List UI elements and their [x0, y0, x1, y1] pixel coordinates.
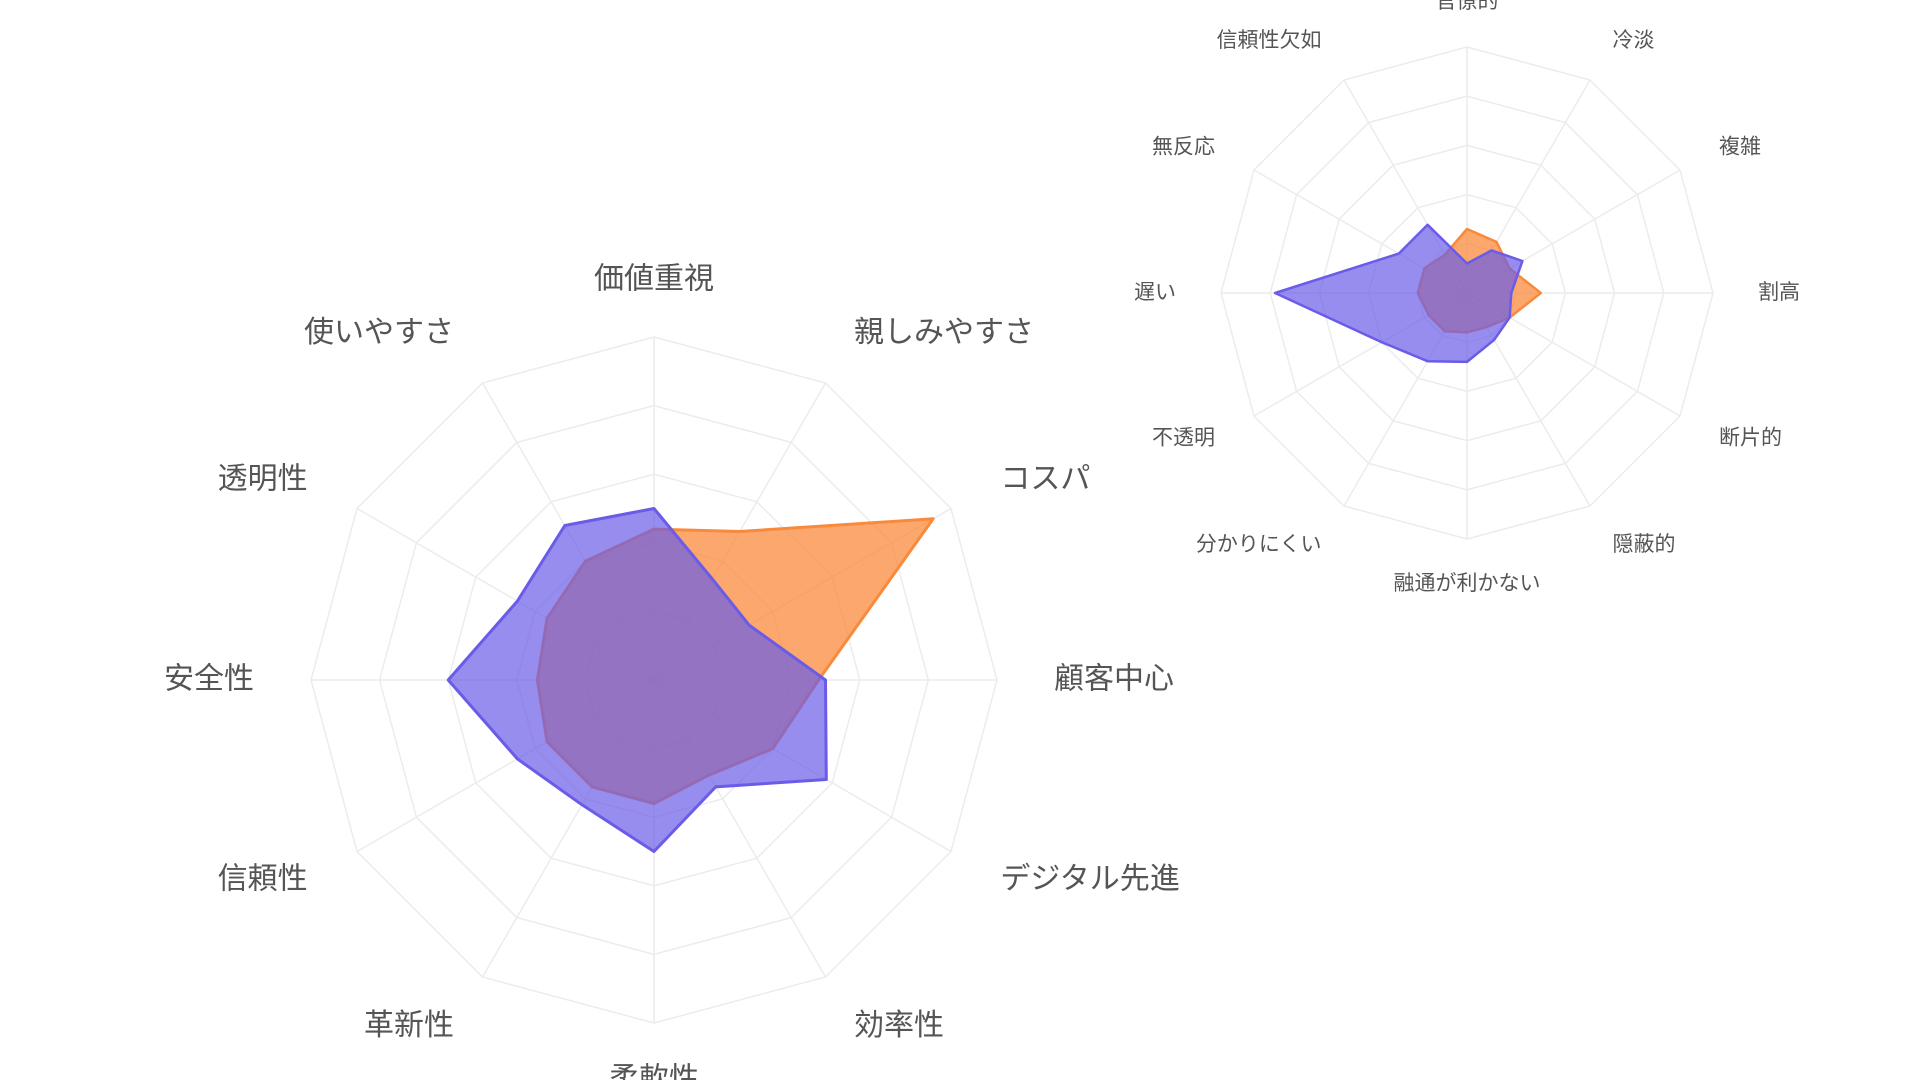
axis-label: 革新性: [364, 1008, 454, 1043]
series-2-area: [1273, 223, 1524, 364]
axis-label: 隠蔽的: [1613, 532, 1676, 556]
axis-label: 無反応: [1152, 135, 1215, 159]
axis-label: 信頼性欠如: [1217, 28, 1322, 52]
axis-label: 顧客中心: [1054, 662, 1174, 697]
axis-label: 信頼性: [218, 862, 308, 897]
axis-label: 断片的: [1719, 426, 1782, 450]
axis-label: 価値重視: [594, 262, 714, 297]
series-2-area: [446, 507, 828, 853]
axis-label: 透明性: [218, 462, 308, 497]
axis-label: 冷淡: [1613, 28, 1655, 52]
axis-label: 複雑: [1719, 135, 1761, 159]
axis-label: 柔軟性: [609, 1062, 699, 1080]
axis-label: コスパ: [1000, 462, 1090, 497]
axis-label: 官僚的: [1436, 0, 1499, 13]
axis-label: デジタル先進: [1000, 862, 1179, 897]
axis-label: 遅い: [1134, 280, 1176, 304]
axis-label: 安全性: [164, 662, 254, 697]
axis-label: 親しみやすさ: [854, 315, 1034, 350]
axis-label: 分かりにくい: [1196, 532, 1322, 556]
axis-label: 割高: [1758, 280, 1800, 304]
axis-label: 効率性: [854, 1008, 944, 1043]
axis-label: 使いやすさ: [304, 315, 454, 350]
axis-label: 融通が利かない: [1394, 571, 1541, 595]
axis-label: 不透明: [1152, 426, 1215, 450]
